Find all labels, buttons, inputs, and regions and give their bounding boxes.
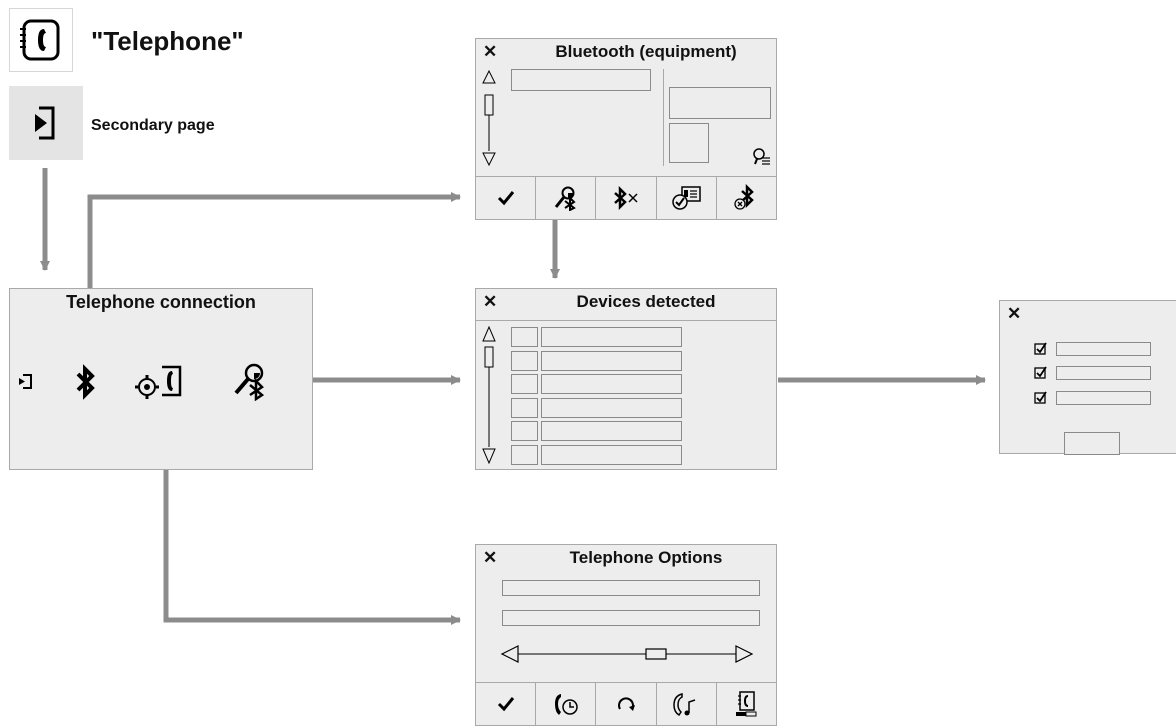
option-field[interactable] xyxy=(502,580,760,596)
close-icon[interactable]: ✕ xyxy=(483,292,498,311)
checkbox-row[interactable] xyxy=(1034,365,1151,380)
telephone-book-icon xyxy=(9,8,73,72)
scrollbar[interactable] xyxy=(480,69,498,169)
directory-icon[interactable] xyxy=(715,683,776,725)
search-bluetooth-icon[interactable] xyxy=(535,177,595,219)
search-bluetooth-icon[interactable] xyxy=(232,361,272,401)
device-image-field xyxy=(669,123,709,163)
call-log-icon[interactable] xyxy=(535,683,595,725)
telephone-options-title: Telephone Options xyxy=(569,548,723,567)
bluetooth-icon[interactable] xyxy=(72,364,100,400)
connect-profiles-panel: ✕ xyxy=(999,300,1176,455)
checkbox-icon[interactable] xyxy=(1034,390,1048,404)
ok-button[interactable] xyxy=(1064,432,1120,455)
details-icon[interactable] xyxy=(752,147,772,167)
profile-field xyxy=(1056,391,1151,405)
title-divider xyxy=(476,320,776,321)
bluetooth-equipment-panel: ✕ Bluetooth (equipment) xyxy=(475,38,777,220)
close-icon[interactable]: ✕ xyxy=(483,42,498,61)
option-field[interactable] xyxy=(502,610,760,626)
close-icon[interactable]: ✕ xyxy=(483,548,498,567)
profile-field xyxy=(1056,342,1151,356)
devices-detected-panel: ✕ Devices detected xyxy=(475,288,777,470)
checkbox-icon[interactable] xyxy=(1034,365,1048,379)
close-icon[interactable]: ✕ xyxy=(1007,304,1022,323)
secondary-page-label: Secondary page xyxy=(91,117,215,134)
check-icon[interactable] xyxy=(476,683,535,725)
volume-slider[interactable] xyxy=(500,643,756,665)
bluetooth-toolbar xyxy=(476,176,776,219)
telephone-connection-title: Telephone connection xyxy=(66,292,256,312)
secondary-page-icon[interactable] xyxy=(9,86,83,160)
scrollbar[interactable] xyxy=(480,325,498,465)
back-icon[interactable] xyxy=(16,371,36,391)
telephone-options-panel: ✕ Telephone Options xyxy=(475,544,777,726)
checkbox-row[interactable] xyxy=(1034,341,1151,356)
devices-detected-title: Devices detected xyxy=(576,292,716,311)
ringtone-icon[interactable] xyxy=(655,683,716,725)
checkbox-icon[interactable] xyxy=(1034,341,1048,355)
connect-profile-icon[interactable] xyxy=(655,177,716,219)
page-title: "Telephone" xyxy=(91,26,244,56)
bluetooth-disconnect-icon[interactable] xyxy=(595,177,655,219)
checkbox-row[interactable] xyxy=(1034,390,1151,405)
bluetooth-equipment-title: Bluetooth (equipment) xyxy=(555,42,737,61)
refresh-icon[interactable] xyxy=(595,683,655,725)
delete-bluetooth-icon[interactable] xyxy=(715,177,776,219)
device-name-field xyxy=(511,69,651,91)
check-icon[interactable] xyxy=(476,177,535,219)
divider xyxy=(663,69,664,166)
telephone-connection-panel: Telephone connection xyxy=(9,288,313,470)
options-toolbar xyxy=(476,682,776,725)
telephone-settings-icon[interactable] xyxy=(134,359,184,403)
device-info-field xyxy=(669,87,771,119)
profile-field xyxy=(1056,366,1151,380)
